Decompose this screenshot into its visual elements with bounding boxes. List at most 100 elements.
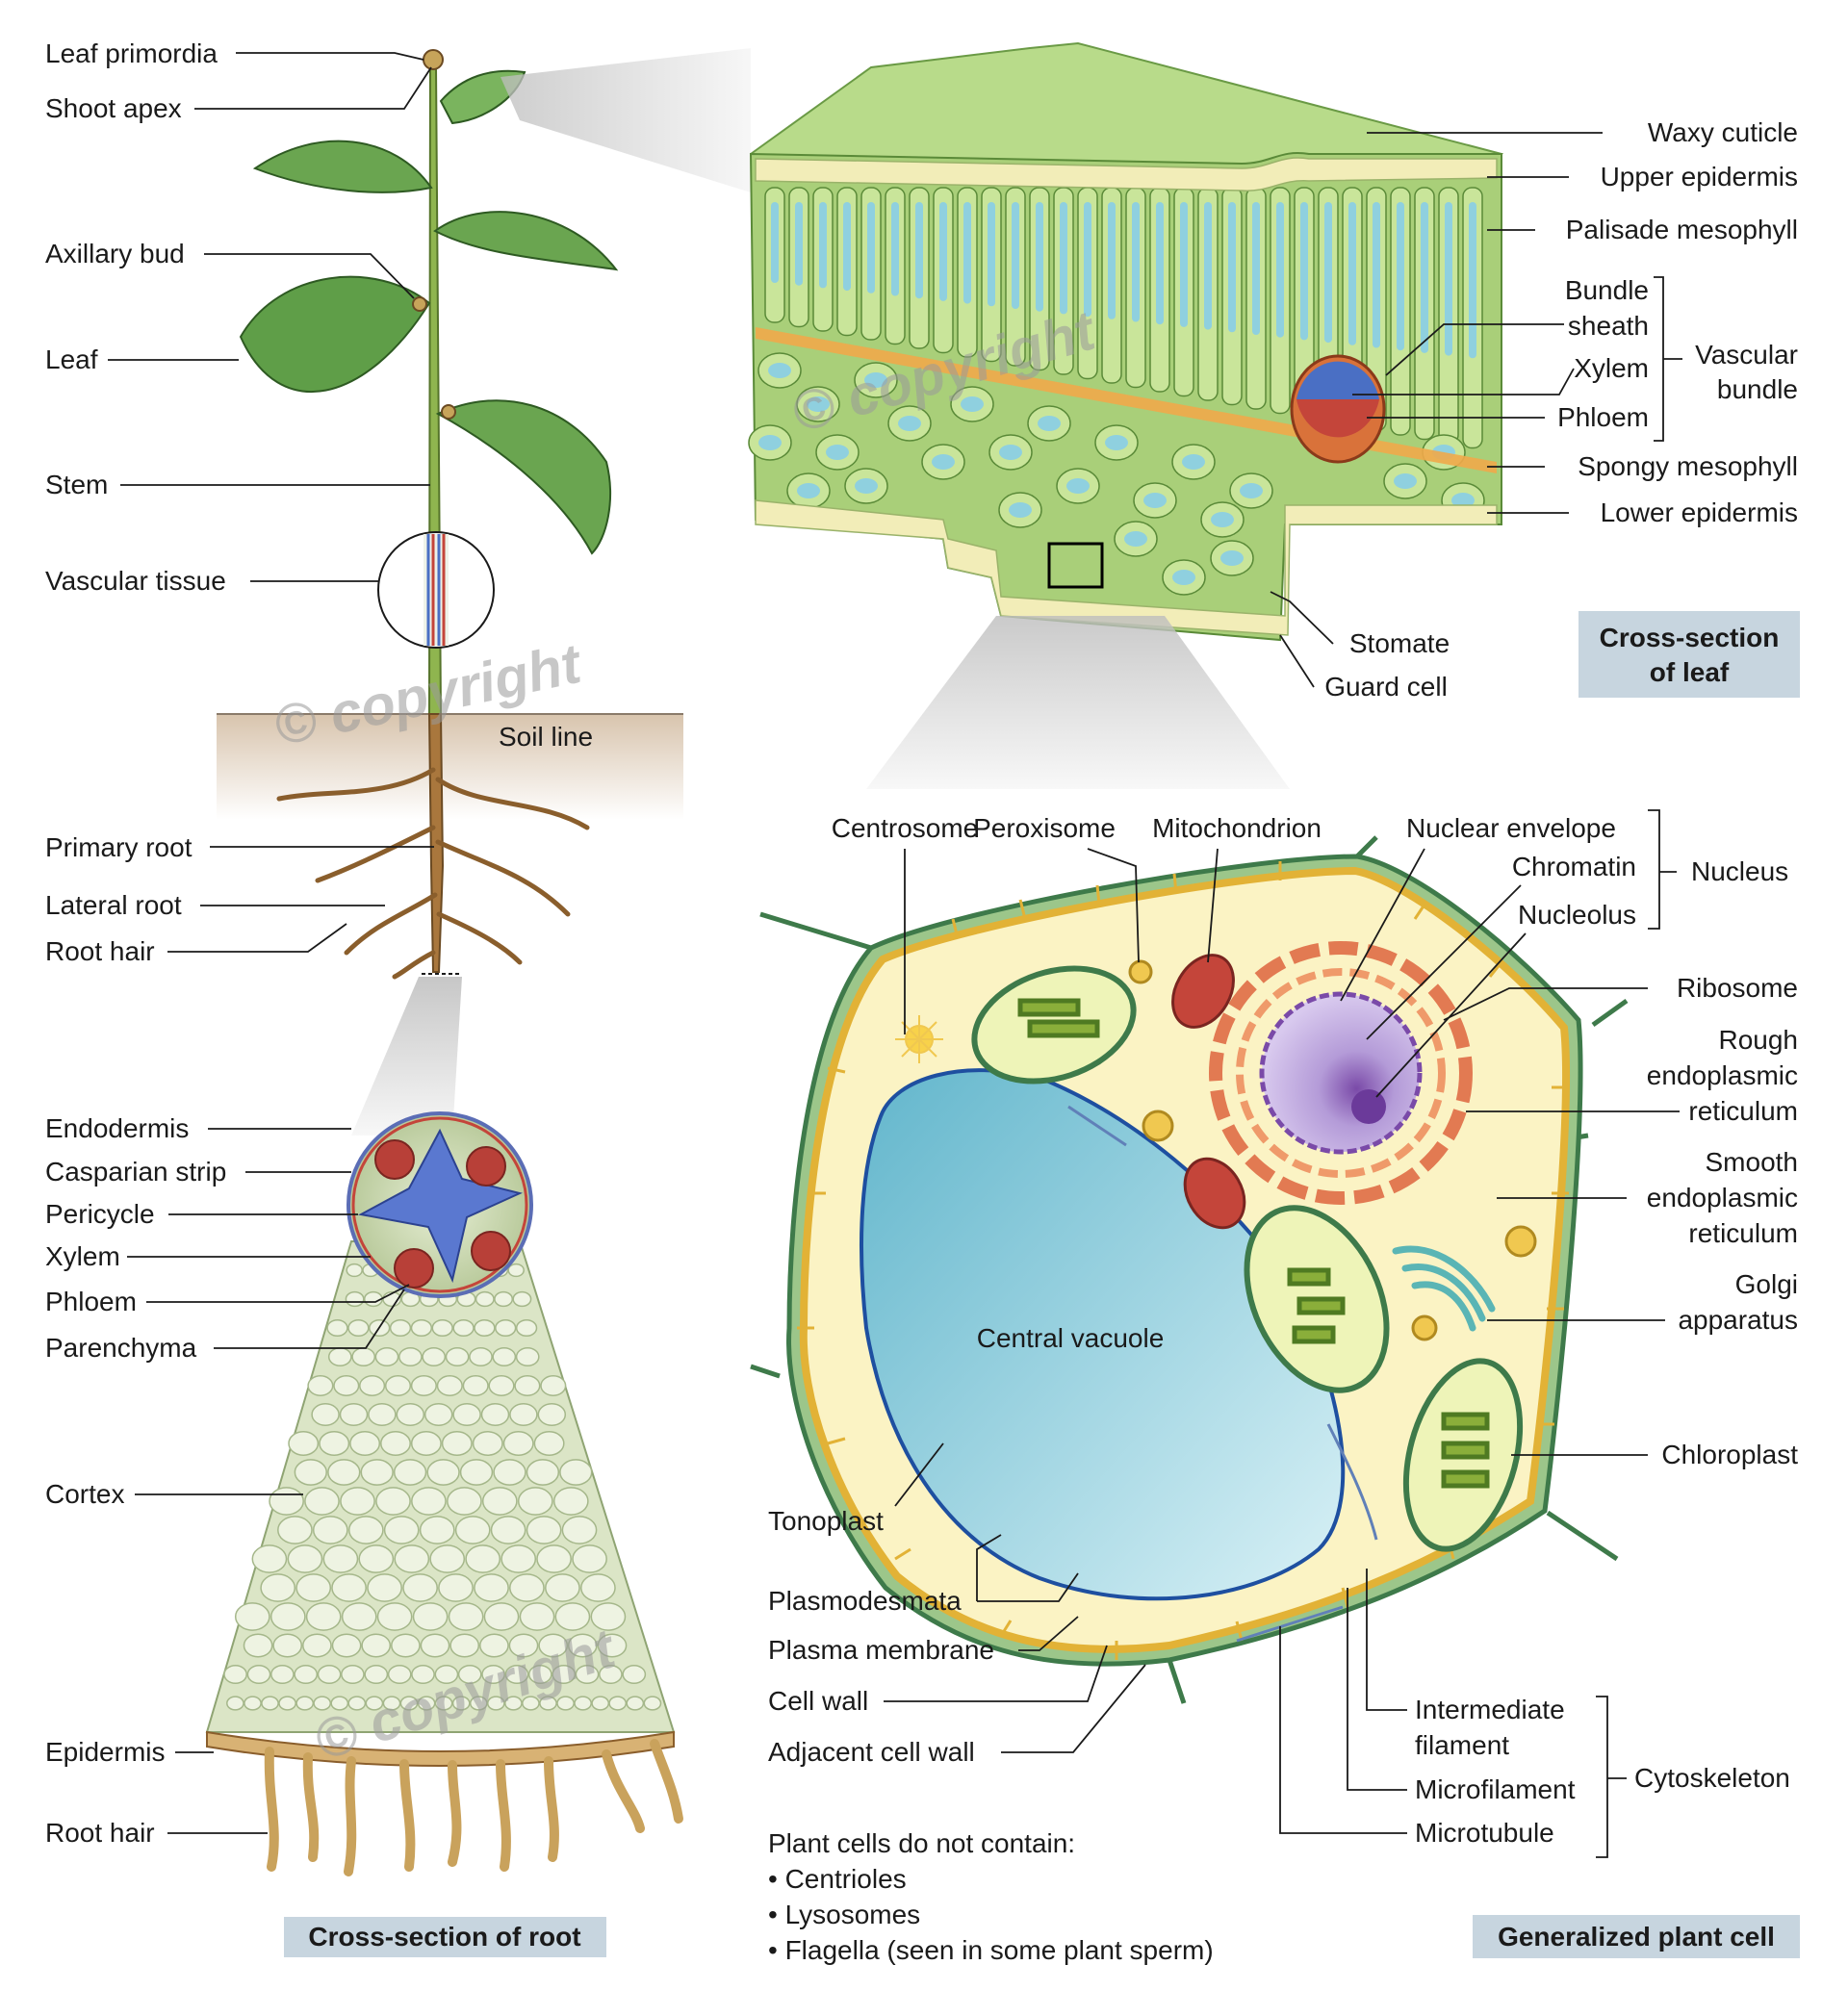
- label-bundle2: bundle: [1717, 374, 1798, 404]
- label-root-epidermis: Epidermis: [45, 1737, 165, 1767]
- centrosome: [895, 1015, 943, 1063]
- nuclear-envelope: [1259, 991, 1423, 1155]
- leaf-top-right: [433, 211, 619, 271]
- upper-epidermis-band: [755, 157, 1498, 191]
- label-plasmodesmata: Plasmodesmata: [768, 1586, 962, 1616]
- label-peroxisome: Peroxisome: [973, 813, 1116, 843]
- label-parenchyma: Parenchyma: [45, 1333, 197, 1363]
- shoot-apex-bud: [423, 49, 444, 70]
- label-endodermis: Endodermis: [45, 1113, 189, 1143]
- leaf-caption-box: Cross-section of leaf: [1578, 611, 1800, 698]
- vascular-tissue-inset: [377, 531, 495, 649]
- label-upper-epidermis: Upper epidermis: [1601, 162, 1798, 191]
- rough-er-inner: [1236, 968, 1446, 1178]
- root-hairs: [264, 1739, 683, 1876]
- cell-zoom-cone: [866, 616, 1290, 789]
- plasmodesmata: [797, 861, 1569, 1660]
- label-golgi-1: Golgi: [1735, 1269, 1798, 1299]
- cell-labels: Centrosome Peroxisome Mitochondrion Nucl…: [768, 809, 1799, 1858]
- leaf-apex: [439, 69, 526, 125]
- label-mitochondrion: Mitochondrion: [1152, 813, 1322, 843]
- cell-caption: Generalized plant cell: [1498, 1922, 1775, 1952]
- label-chloroplast: Chloroplast: [1661, 1440, 1798, 1469]
- label-nuclear-envelope: Nuclear envelope: [1406, 813, 1616, 843]
- label-pericycle: Pericycle: [45, 1199, 155, 1229]
- lower-epidermis-band: [755, 499, 1498, 636]
- label-intermediate-2: filament: [1415, 1730, 1509, 1760]
- label-microtubule: Microtubule: [1415, 1818, 1554, 1848]
- rough-er: [1209, 941, 1473, 1205]
- label-sheath: sheath: [1568, 311, 1649, 341]
- cell-note: Plant cells do not contain: • Centrioles…: [768, 1828, 1214, 1965]
- label-cytoskeleton: Cytoskeleton: [1634, 1763, 1790, 1793]
- label-casparian-strip: Casparian strip: [45, 1157, 226, 1187]
- chloroplasts: [971, 965, 1524, 1552]
- peroxisomes: [1128, 959, 1537, 1341]
- label-nucleolus: Nucleolus: [1518, 900, 1636, 930]
- label-lateral-root: Lateral root: [45, 890, 182, 920]
- axillary-bud: [412, 296, 427, 312]
- nucleus: [1209, 941, 1473, 1205]
- leaf-top-left: [252, 140, 433, 193]
- label-intermediate-1: Intermediate: [1415, 1695, 1565, 1724]
- label-palisade-mesophyll: Palisade mesophyll: [1566, 215, 1798, 244]
- endodermis-ring: [351, 1116, 528, 1293]
- leaf-cross-section: © copyright: [748, 41, 1504, 789]
- plant-cell: [750, 835, 1629, 1704]
- cell-caption-box: Generalized plant cell: [1473, 1915, 1800, 1958]
- label-chromatin: Chromatin: [1512, 852, 1636, 881]
- label-lower-epidermis: Lower epidermis: [1601, 498, 1798, 527]
- label-nucleus: Nucleus: [1691, 856, 1788, 886]
- label-shoot-apex: Shoot apex: [45, 93, 182, 123]
- label-waxy-cuticle: Waxy cuticle: [1648, 117, 1798, 147]
- label-leaf: Leaf: [45, 345, 98, 374]
- root-caption-box: Cross-section of root: [284, 1917, 606, 1957]
- label-smooth-er-2: endoplasmic: [1647, 1183, 1798, 1212]
- label-tonoplast: Tonoplast: [768, 1506, 884, 1536]
- label-soil-line: Soil line: [499, 722, 593, 752]
- axillary-bud-2: [441, 404, 456, 420]
- note-item-2: • Lysosomes: [768, 1900, 920, 1929]
- leaves: [239, 69, 619, 555]
- label-primary-root: Primary root: [45, 832, 192, 862]
- label-golgi-2: apparatus: [1678, 1305, 1798, 1335]
- label-root-hair-plant: Root hair: [45, 936, 155, 966]
- label-stem: Stem: [45, 470, 108, 499]
- label-stomate: Stomate: [1349, 628, 1450, 658]
- root-epidermis: [206, 1730, 675, 1767]
- leaf-caption-line2: of leaf: [1650, 657, 1730, 687]
- stomate-highlight: [1047, 542, 1104, 589]
- label-leaf-xylem: Xylem: [1574, 353, 1649, 383]
- lateral-roots: [276, 767, 590, 980]
- label-plasma-membrane: Plasma membrane: [768, 1635, 994, 1665]
- label-smooth-er-3: reticulum: [1688, 1218, 1798, 1248]
- leaf-mid-right: [435, 399, 612, 555]
- leaf-vascular-bundle: [1290, 354, 1386, 464]
- nucleolus: [1351, 1089, 1386, 1124]
- label-root-xylem: Xylem: [45, 1241, 120, 1271]
- label-axillary-bud: Axillary bud: [45, 239, 185, 268]
- root-phloem-1: [374, 1139, 415, 1180]
- central-vacuole: [860, 1068, 1346, 1601]
- root-zoom-cone: [351, 977, 462, 1136]
- label-cortex: Cortex: [45, 1479, 124, 1509]
- label-cell-wall: Cell wall: [768, 1686, 868, 1716]
- palisade-mesophyll-cells: [764, 187, 1483, 449]
- leaf-mid-left: [239, 275, 431, 394]
- label-leaf-primordia: Leaf primordia: [45, 38, 218, 68]
- golgi-apparatus: [1392, 1245, 1496, 1332]
- leaf-zoom-cone: [500, 48, 751, 192]
- note-heading: Plant cells do not contain:: [768, 1828, 1075, 1858]
- cytoskeleton-bracket: [1596, 1696, 1608, 1858]
- root-phloem-3: [394, 1248, 434, 1289]
- whole-plant: © copyright: [217, 48, 751, 1136]
- root-cross-section: © copyright: [205, 1111, 683, 1876]
- root-labels: Endodermis Casparian strip Pericycle Xyl…: [45, 1113, 410, 1848]
- label-microfilament: Microfilament: [1415, 1774, 1576, 1804]
- label-vascular: Vascular: [1695, 340, 1798, 370]
- label-bundle: Bundle: [1565, 275, 1649, 305]
- label-smooth-er-1: Smooth: [1706, 1147, 1799, 1177]
- mitochondria: [1171, 954, 1246, 1230]
- note-item-3: • Flagella (seen in some plant sperm): [768, 1935, 1214, 1965]
